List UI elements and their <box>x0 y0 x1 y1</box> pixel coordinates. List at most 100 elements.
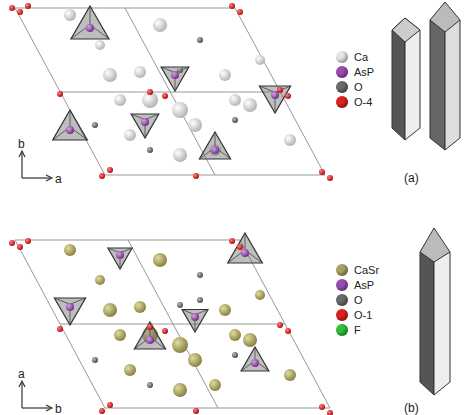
atom-sphere <box>107 167 113 173</box>
axis-label: a <box>55 173 62 185</box>
legend-text: O-4 <box>354 97 372 108</box>
legend-swatch <box>336 279 348 291</box>
atom-sphere <box>162 93 168 99</box>
atom-sphere <box>9 240 15 246</box>
panel-label: (b) <box>404 402 419 414</box>
legend-text: Ca <box>354 52 368 63</box>
tetrahedron <box>199 132 230 159</box>
atom-sphere <box>237 9 243 15</box>
legend-swatch <box>336 309 348 321</box>
atom-sphere <box>95 40 105 50</box>
atom-sphere <box>327 410 333 415</box>
legend-text: AsP <box>354 280 374 291</box>
atom-sphere <box>66 303 74 311</box>
tetrahedron <box>241 347 269 371</box>
atom-sphere <box>197 297 203 303</box>
atom-sphere <box>241 249 249 257</box>
atom-sphere <box>219 69 231 81</box>
tetrahedron <box>131 114 159 138</box>
atom-sphere <box>232 117 238 123</box>
atom-sphere <box>255 55 265 65</box>
legend-swatch <box>336 66 348 78</box>
atom-sphere <box>103 68 117 82</box>
atom-sphere <box>103 303 117 317</box>
atom-sphere <box>255 290 265 300</box>
legend-text: O <box>354 82 363 93</box>
atom-sphere <box>134 301 146 313</box>
atom-sphere <box>114 94 126 106</box>
legend-swatch <box>336 96 348 108</box>
legend-text: F <box>354 325 361 336</box>
panel-label: (a) <box>404 172 419 184</box>
tetrahedron <box>71 6 109 39</box>
atom-sphere <box>229 94 241 106</box>
atom-sphere <box>146 336 154 344</box>
atom-sphere <box>147 89 153 95</box>
atom-sphere <box>173 383 187 397</box>
atom-sphere <box>99 173 105 179</box>
tetrahedron <box>54 298 85 325</box>
atom-sphere <box>107 402 113 408</box>
atom-sphere <box>17 244 23 250</box>
legend-swatch <box>336 324 348 336</box>
atom-sphere <box>193 173 199 179</box>
atom-sphere <box>141 118 149 126</box>
axis-label: b <box>18 138 25 150</box>
atom-sphere <box>162 328 168 334</box>
atom-sphere <box>229 3 235 9</box>
legend-text: O-1 <box>354 310 372 321</box>
atom-sphere <box>284 369 296 381</box>
tetrahedron <box>134 322 165 349</box>
atom-sphere <box>25 3 31 9</box>
atom-sphere <box>177 302 183 308</box>
atom-sphere <box>191 313 199 321</box>
legend-text: O <box>354 295 363 306</box>
atom-sphere <box>147 382 153 388</box>
atom-sphere <box>17 9 23 15</box>
atom-sphere <box>243 98 257 112</box>
atom-sphere <box>66 126 74 134</box>
atom-sphere <box>147 324 153 330</box>
legend-swatch <box>336 294 348 306</box>
atom-sphere <box>188 353 202 367</box>
atom-sphere <box>229 238 235 244</box>
atom-sphere <box>232 352 238 358</box>
atom-sphere <box>25 238 31 244</box>
atom-sphere <box>277 87 283 93</box>
legend-text: AsP <box>354 67 374 78</box>
atom-sphere <box>57 91 63 97</box>
tetrahedron <box>259 86 290 113</box>
tetrahedron <box>182 310 208 333</box>
atom-sphere <box>211 146 219 154</box>
atom-sphere <box>116 251 124 259</box>
atom-sphere <box>197 37 203 43</box>
atom-sphere <box>197 272 203 278</box>
tetrahedron <box>161 67 189 91</box>
atom-sphere <box>172 102 188 118</box>
atom-sphere <box>177 67 183 73</box>
tetrahedron <box>228 233 263 263</box>
atom-sphere <box>271 91 279 99</box>
atom-sphere <box>219 304 231 316</box>
legend-swatch <box>336 51 348 63</box>
atom-sphere <box>319 169 325 175</box>
atom-sphere <box>153 18 167 32</box>
atom-sphere <box>57 326 63 332</box>
legend-swatch <box>336 81 348 93</box>
atom-sphere <box>92 122 98 128</box>
tetrahedron <box>108 248 132 269</box>
atom-sphere <box>193 408 199 414</box>
atom-sphere <box>319 404 325 410</box>
axis-label: a <box>18 368 25 380</box>
atom-sphere <box>86 24 94 32</box>
atom-sphere <box>64 244 76 256</box>
atom-sphere <box>243 333 257 347</box>
atom-sphere <box>277 322 283 328</box>
atom-sphere <box>237 244 243 250</box>
legend-text: CaSr <box>354 265 379 276</box>
atom-sphere <box>64 9 76 21</box>
atom-sphere <box>284 134 296 146</box>
atom-sphere <box>92 357 98 363</box>
atom-sphere <box>327 175 333 181</box>
